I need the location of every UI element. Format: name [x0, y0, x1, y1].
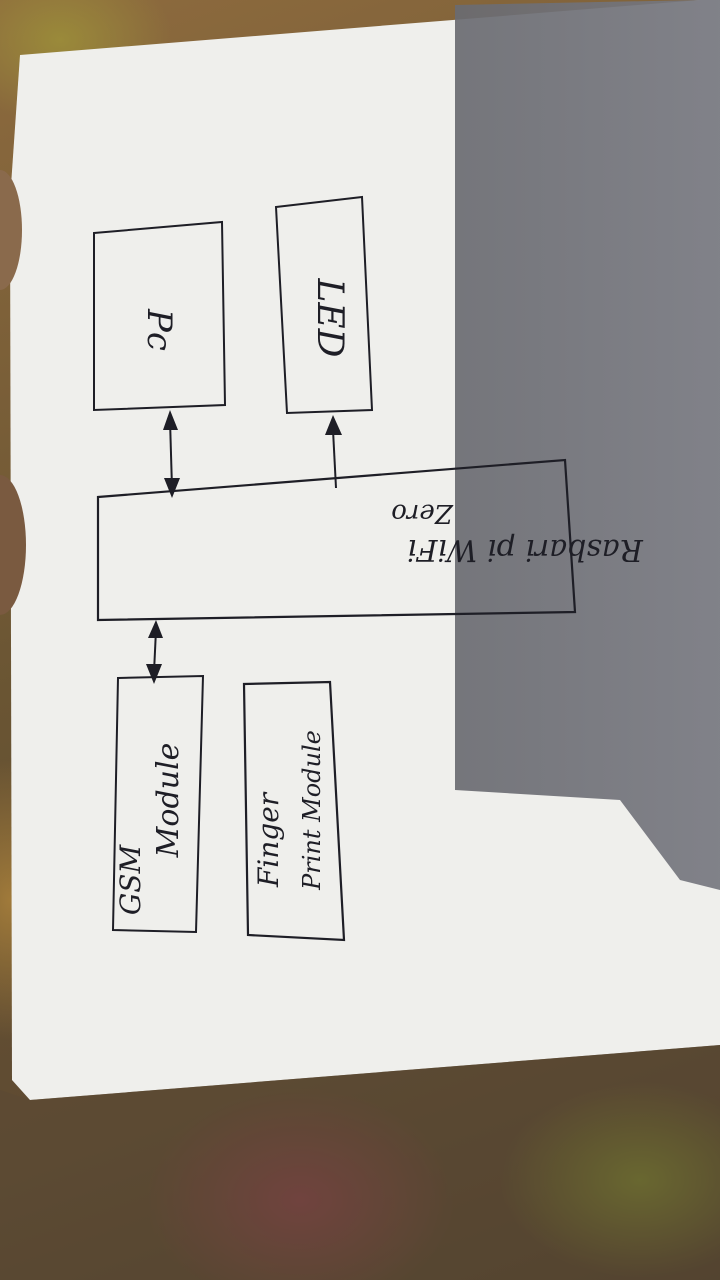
raspberry-label-line2: Zero [391, 498, 454, 528]
pc-label: Pc [139, 308, 179, 351]
led-label: LED [309, 277, 350, 357]
raspberry-gsm-connection [146, 620, 163, 684]
pc-raspberry-connection [163, 410, 180, 498]
pc-block: Pc [93, 220, 227, 412]
thumb-shadow [0, 475, 26, 615]
finger-block: Finger Print Module [242, 680, 346, 942]
led-block: LED [274, 195, 374, 415]
gsm-block: GSM Module [111, 674, 205, 934]
gsm-label-line1: GSM [114, 844, 147, 916]
hand-shadow [455, 0, 720, 890]
finger-label-line2: Print Module [298, 730, 326, 891]
lower-shadow [0, 1045, 720, 1280]
gsm-label-line2: Module [151, 743, 186, 859]
finger-label-line1: Finger [252, 791, 285, 888]
raspberry-led-connection [325, 415, 342, 489]
finger-shadow [0, 170, 22, 290]
raspberry-block: Rasbari pi WiFi Zero [96, 458, 644, 622]
raspberry-label-line1: Rasbari pi WiFi [407, 532, 644, 567]
